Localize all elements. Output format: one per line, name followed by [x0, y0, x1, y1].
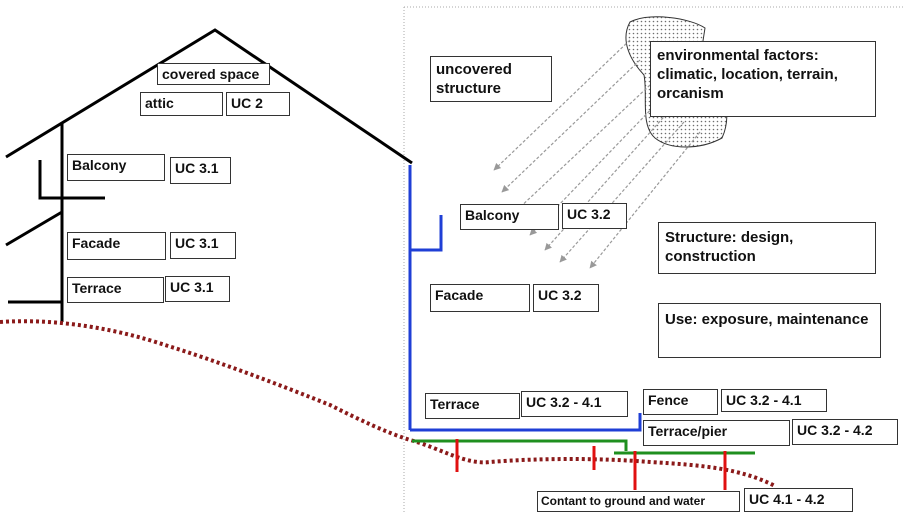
ground-contact-uc-label: UC 4.1 - 4.2 [744, 488, 853, 512]
terrace-ground-line [412, 439, 628, 451]
uncovered-facade-label: Facade [430, 284, 530, 312]
ground-line [0, 319, 776, 488]
uncovered-balcony-uc-label: UC 3.2 [562, 203, 627, 229]
uncovered-terrace-shape [410, 413, 642, 432]
rain-arrow [501, 59, 641, 193]
rain-arrow [589, 131, 701, 269]
rain-arrow [559, 121, 685, 263]
uncovered-structure-label: uncovered structure [430, 56, 552, 102]
uncovered-balcony-label: Balcony [460, 204, 559, 230]
uncovered-facade-uc-label: UC 3.2 [533, 284, 599, 312]
terrace-pier-uc-label: UC 3.2 - 4.2 [792, 419, 898, 445]
rain-arrow [514, 84, 651, 213]
uncovered-terrace-uc-label: UC 3.2 - 4.1 [521, 391, 628, 417]
fence-uc-label: UC 3.2 - 4.1 [721, 389, 827, 412]
rain-arrow [493, 39, 631, 171]
terrace-pier-label: Terrace/pier [643, 420, 790, 446]
attic-label: attic [140, 92, 223, 116]
uncovered-area-frame [403, 6, 903, 512]
structure-factor-label: Structure: design, construction [658, 222, 876, 274]
attic-uc-label: UC 2 [226, 92, 290, 116]
ground-contact-label: Contant to ground and water [537, 491, 740, 512]
uncovered-terrace-label: Terrace [425, 393, 520, 419]
covered-facade-label: Facade [67, 232, 166, 260]
covered-terrace-label: Terrace [67, 277, 164, 303]
uncovered-balcony-shape [410, 215, 443, 252]
covered-balcony-shape [38, 160, 105, 200]
covered-space-label: covered space [157, 63, 270, 85]
covered-facade-uc-label: UC 3.1 [170, 232, 236, 259]
fence-label: Fence [643, 389, 718, 415]
covered-terrace-uc-label: UC 3.1 [165, 276, 230, 302]
covered-balcony-label: Balcony [67, 154, 165, 181]
environmental-factors-label: environmental factors: climatic, locatio… [650, 41, 876, 117]
use-factor-label: Use: exposure, maintenance [658, 303, 881, 358]
house-roof [5, 28, 413, 165]
covered-balcony-uc-label: UC 3.1 [170, 157, 231, 184]
house-floor-line [5, 210, 63, 247]
